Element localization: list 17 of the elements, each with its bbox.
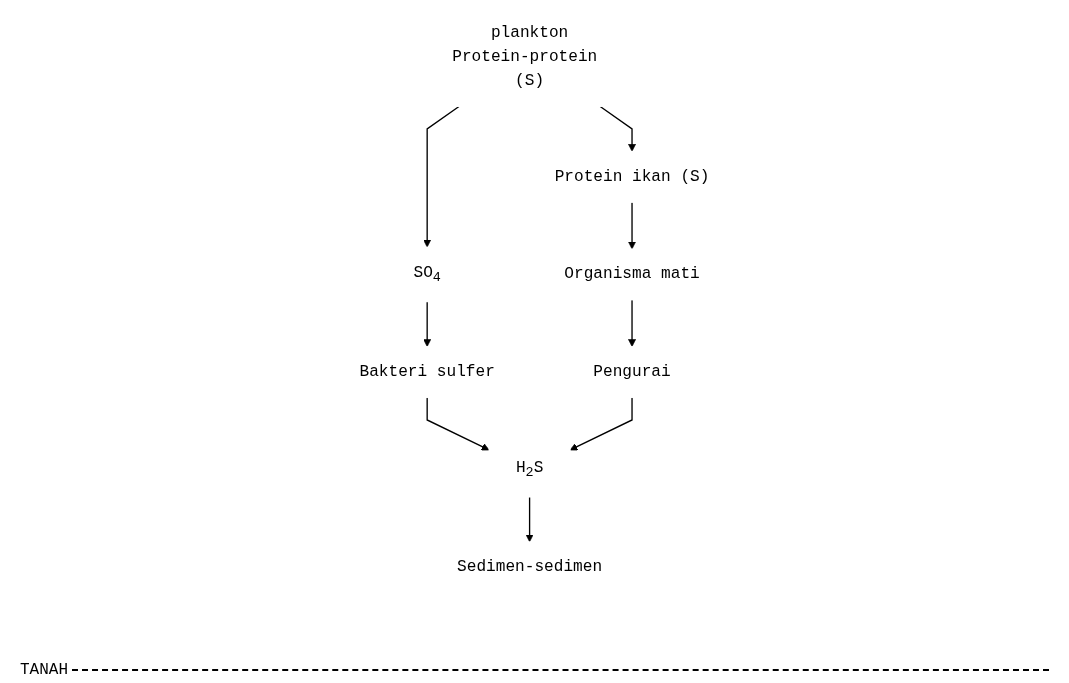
node-text: Bakteri sulfer — [359, 362, 495, 381]
arrow — [525, 496, 534, 543]
arrow — [599, 105, 637, 152]
node-text: Sedimen-sedimen — [457, 557, 603, 576]
node-text: SO$_{4}$ — [413, 263, 441, 286]
arrow — [423, 301, 432, 347]
node-text: H$_{2}$S — [515, 458, 544, 481]
arrow — [628, 201, 637, 250]
node-text: plankton Protein-protein (S) — [452, 23, 598, 90]
arrow — [426, 396, 490, 451]
node-text: Protein ikan (S) — [554, 167, 710, 186]
arrow — [628, 299, 637, 347]
arrow — [423, 105, 460, 248]
ground-label: TANAH — [20, 661, 68, 679]
arrow — [569, 396, 633, 451]
node-text: Pengurai — [593, 362, 671, 381]
node-text: Organisma mati — [564, 265, 700, 283]
